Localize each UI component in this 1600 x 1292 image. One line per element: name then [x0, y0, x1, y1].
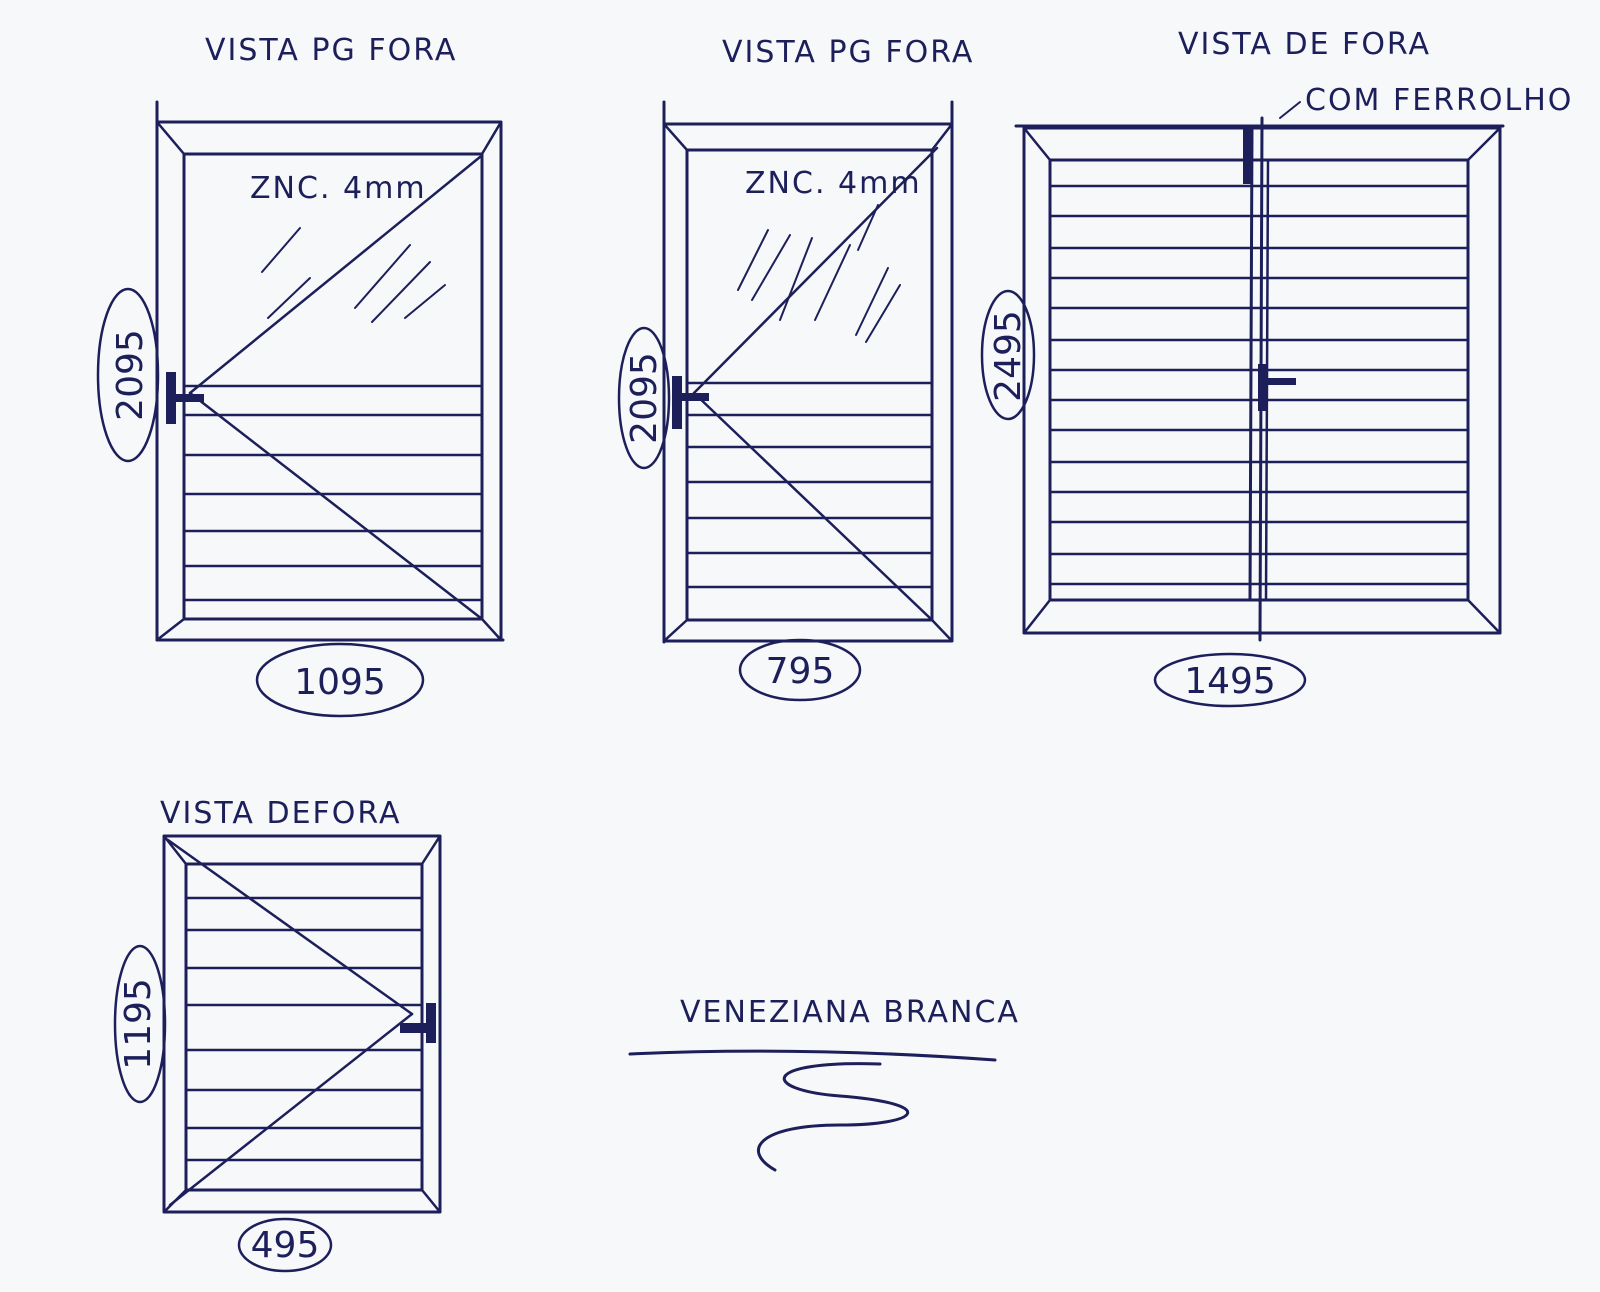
window-4-height: 1195 [118, 978, 159, 1070]
door-1-height-oval [96, 287, 160, 463]
door-1-height: 2095 [110, 329, 151, 421]
door-2-miter [662, 122, 689, 152]
door-3-meeting-stile [1248, 126, 1254, 602]
window-4-miter [420, 1188, 442, 1214]
door-3-height: 2495 [988, 310, 1029, 402]
door-3-note: COM FERROLHO [1305, 83, 1573, 118]
door-1-glass-label: ZNC. 4mm [250, 171, 427, 206]
door-3-miter [1466, 126, 1502, 162]
door-2-miter [662, 618, 689, 643]
window-4-height-oval [113, 944, 167, 1104]
door-2-opening-line [692, 391, 934, 622]
door-1-louvres [182, 384, 484, 602]
door-3-height-oval [980, 289, 1036, 421]
door-1-glass-hatch [261, 227, 446, 323]
window-4-drawing: VISTA DEFORA 1195 495 [113, 796, 442, 1273]
door-3-bolt [1243, 128, 1251, 184]
door-3-drawing: VISTA DE FORA COM FERROLHO [980, 27, 1573, 708]
door-3-width-oval [1153, 652, 1307, 708]
door-1-opening-line [188, 391, 484, 621]
door-2-inner-frame [685, 148, 934, 622]
door-2-glass-hatch [737, 204, 901, 343]
window-4-miter [420, 834, 442, 866]
window-4-view-label: VISTA DEFORA [160, 796, 402, 831]
door-1-opening-line [188, 155, 482, 395]
door-2-miter [930, 122, 954, 152]
door-1-handle [166, 372, 204, 424]
window-4-inner-frame [184, 862, 424, 1192]
door-3-view-label: VISTA DE FORA [1178, 27, 1431, 62]
window-4-handle [400, 1003, 436, 1043]
door-1-width-oval [255, 642, 425, 718]
door-1-miter [480, 617, 503, 642]
door-1-miter [155, 120, 186, 156]
door-3-louvres [1048, 184, 1470, 586]
door-3-miter [1022, 598, 1052, 635]
door-2-drawing: VISTA PG FORA ZNC. 4mm [617, 35, 974, 702]
window-4-opening-line [168, 1012, 414, 1207]
door-2-louvres [685, 381, 934, 589]
window-4-opening-line [166, 838, 414, 1016]
door-3-handle [1258, 364, 1296, 411]
window-4-width-oval [237, 1217, 333, 1273]
door-2-height-oval [617, 326, 671, 470]
door-2-width-oval [738, 638, 862, 702]
door-1-view-label: VISTA PG FORA [205, 33, 457, 68]
door-1-miter [480, 120, 503, 156]
door-2-handle [672, 376, 709, 429]
door-3-miter [1022, 126, 1052, 162]
door-3-note-leader [1279, 101, 1301, 119]
door-2-glass-label: ZNC. 4mm [745, 166, 922, 201]
door-3-miter [1466, 598, 1502, 635]
finish-note: VENEZIANA BRANCA [628, 995, 1020, 1172]
door-3-width: 1495 [1184, 661, 1276, 702]
door-2-height: 2095 [624, 352, 665, 444]
door-1-width: 1095 [294, 662, 386, 703]
door-1-drawing: VISTA PG FORA ZNC. 4mm 2095 [96, 33, 505, 718]
door-2-opening-line [692, 146, 939, 395]
door-2-width: 795 [766, 651, 835, 692]
finish-note-squiggle [756, 1062, 910, 1172]
door-2-miter [930, 618, 954, 643]
door-2-view-label: VISTA PG FORA [722, 35, 974, 70]
finish-note-text: VENEZIANA BRANCA [680, 995, 1020, 1030]
finish-note-underline [628, 1049, 997, 1062]
door-1-miter [155, 617, 186, 642]
window-4-width: 495 [251, 1225, 320, 1266]
